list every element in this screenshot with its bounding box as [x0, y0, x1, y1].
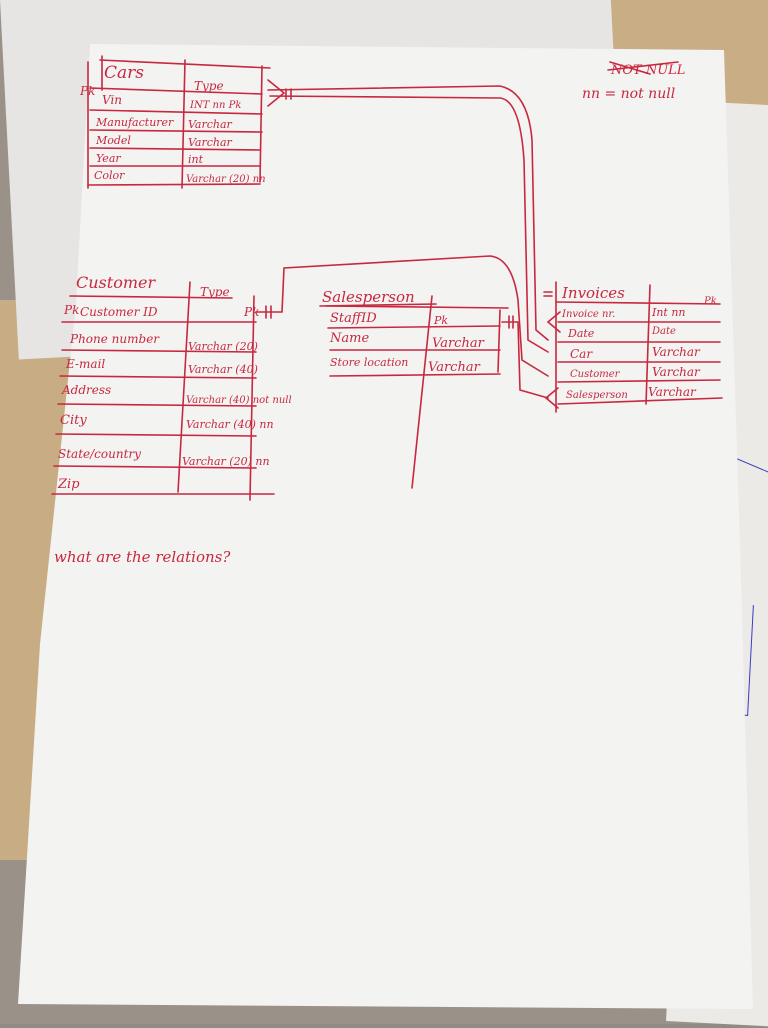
cars-field-type: INT nn Pk [189, 100, 241, 111]
invoices-field-name: Customer [570, 369, 621, 380]
customer-field-name: Zip [57, 477, 80, 492]
salesperson-field-type: Varchar [432, 336, 485, 351]
relationship-customer-invoices [255, 255, 549, 377]
customer-field-type: Varchar (20) nn [182, 455, 270, 468]
customer-field-name: E-mail [65, 357, 105, 371]
customer-right-border [249, 295, 255, 501]
salesperson-field-type: Varchar [428, 360, 481, 375]
customer-field-type: Varchar (20) [188, 340, 258, 353]
salesperson-table: Salesperson StaffID Pk Name Varchar Stor… [319, 288, 509, 489]
crows-foot-marker [544, 387, 559, 409]
crows-foot-marker [267, 79, 286, 107]
customer-row-line [53, 465, 257, 469]
relationship-line [501, 321, 549, 399]
customer-title: Customer [76, 273, 156, 292]
customer-field-name: State/country [58, 447, 141, 461]
invoices-field-type: Date [651, 326, 676, 337]
crows-foot-marker [546, 311, 561, 333]
cars-pk-marker: Pk [79, 84, 95, 98]
customer-field-type: Varchar (40) nn [186, 418, 274, 431]
customer-table: Customer Type Pk Pk Customer ID Phone nu… [51, 273, 292, 501]
salesperson-field-type: Pk [433, 314, 448, 327]
cars-field-name: Manufacturer [95, 116, 174, 129]
cars-field-type: Varchar [188, 136, 233, 149]
customer-type-header: Type [200, 285, 230, 299]
cars-header-line [89, 87, 263, 95]
customer-row-line [59, 375, 257, 379]
invoices-field-name: Invoice nr. [561, 309, 615, 320]
relationship-line [267, 85, 549, 341]
invoices-field-type: Varchar [652, 365, 701, 379]
customer-column-divider [177, 281, 191, 493]
cars-field-type: int [188, 153, 204, 166]
customer-pk-suffix: Pk [243, 305, 259, 319]
relationship-cars-invoices [267, 79, 549, 353]
invoices-bottom-line [557, 397, 723, 405]
customer-field-name: Phone number [69, 332, 160, 346]
relationship-line [269, 95, 549, 353]
cars-title: Cars [104, 63, 144, 83]
customer-row-line [55, 433, 257, 437]
invoices-field-type: Varchar [652, 345, 701, 359]
salesperson-title: Salesperson [322, 288, 415, 306]
strike-line [609, 61, 651, 75]
invoices-row-line [557, 379, 721, 383]
question-text: what are the relations? [54, 548, 231, 566]
not-null-note: nn = not null [582, 86, 675, 102]
cars-field-type: Varchar (20) nn [186, 174, 266, 185]
invoices-field-name: Car [570, 347, 593, 361]
customer-row-line [61, 349, 257, 353]
crossed-note: NOT NULL [610, 63, 685, 78]
invoices-header-line [555, 301, 721, 305]
invoices-field-name: Salesperson [566, 390, 628, 401]
cars-field-type: Varchar [188, 118, 233, 131]
customer-pk-marker: Pk [63, 303, 79, 317]
cars-type-header: Type [194, 79, 224, 93]
invoices-field-type: Int nn [651, 306, 686, 319]
relationship-salesperson-invoices [501, 315, 559, 409]
cars-bottom-line [87, 183, 261, 186]
salesperson-field-name: StaffID [330, 311, 377, 326]
invoices-column-divider [645, 284, 651, 405]
salesperson-right-border [497, 309, 501, 373]
salesperson-bottom-line [329, 373, 501, 377]
salesperson-row-line [327, 325, 501, 329]
cars-top-line [99, 59, 271, 69]
cars-field-name: Vin [102, 93, 122, 107]
customer-field-type: Varchar (40) not null [186, 395, 292, 406]
invoices-field-name: Date [567, 327, 595, 340]
invoices-pk-marker: Pk [703, 296, 717, 307]
paper-sheet [18, 44, 753, 1009]
cars-field-name: Year [96, 152, 121, 165]
customer-field-name: City [60, 413, 87, 428]
customer-row-line [57, 403, 257, 407]
invoices-title: Invoices [561, 284, 625, 302]
cars-field-name: Color [94, 169, 125, 182]
cars-row-line [89, 109, 263, 115]
salesperson-header-line [325, 305, 509, 309]
cars-row-line [89, 147, 261, 151]
invoices-table: Invoices Pk Invoice nr. Int nn Date Date… [543, 281, 723, 413]
salesperson-field-name: Store location [330, 356, 408, 369]
customer-field-type: Varchar (40) [188, 363, 258, 376]
cars-row-line [89, 129, 263, 133]
salesperson-column-divider [411, 295, 433, 489]
salesperson-field-name: Name [329, 331, 369, 346]
strike-line [607, 61, 679, 71]
customer-header-line [69, 295, 233, 299]
customer-field-name: Address [61, 383, 111, 397]
cars-field-name: Model [95, 134, 131, 147]
invoices-field-type: Varchar [648, 385, 697, 399]
cars-right-border [259, 65, 263, 183]
cars-table: Cars Type Pk Vin INT nn Pk Manufacturer … [79, 55, 271, 189]
relationship-line [255, 255, 549, 377]
customer-field-name: Customer ID [80, 305, 158, 319]
cars-column-divider [181, 59, 186, 189]
